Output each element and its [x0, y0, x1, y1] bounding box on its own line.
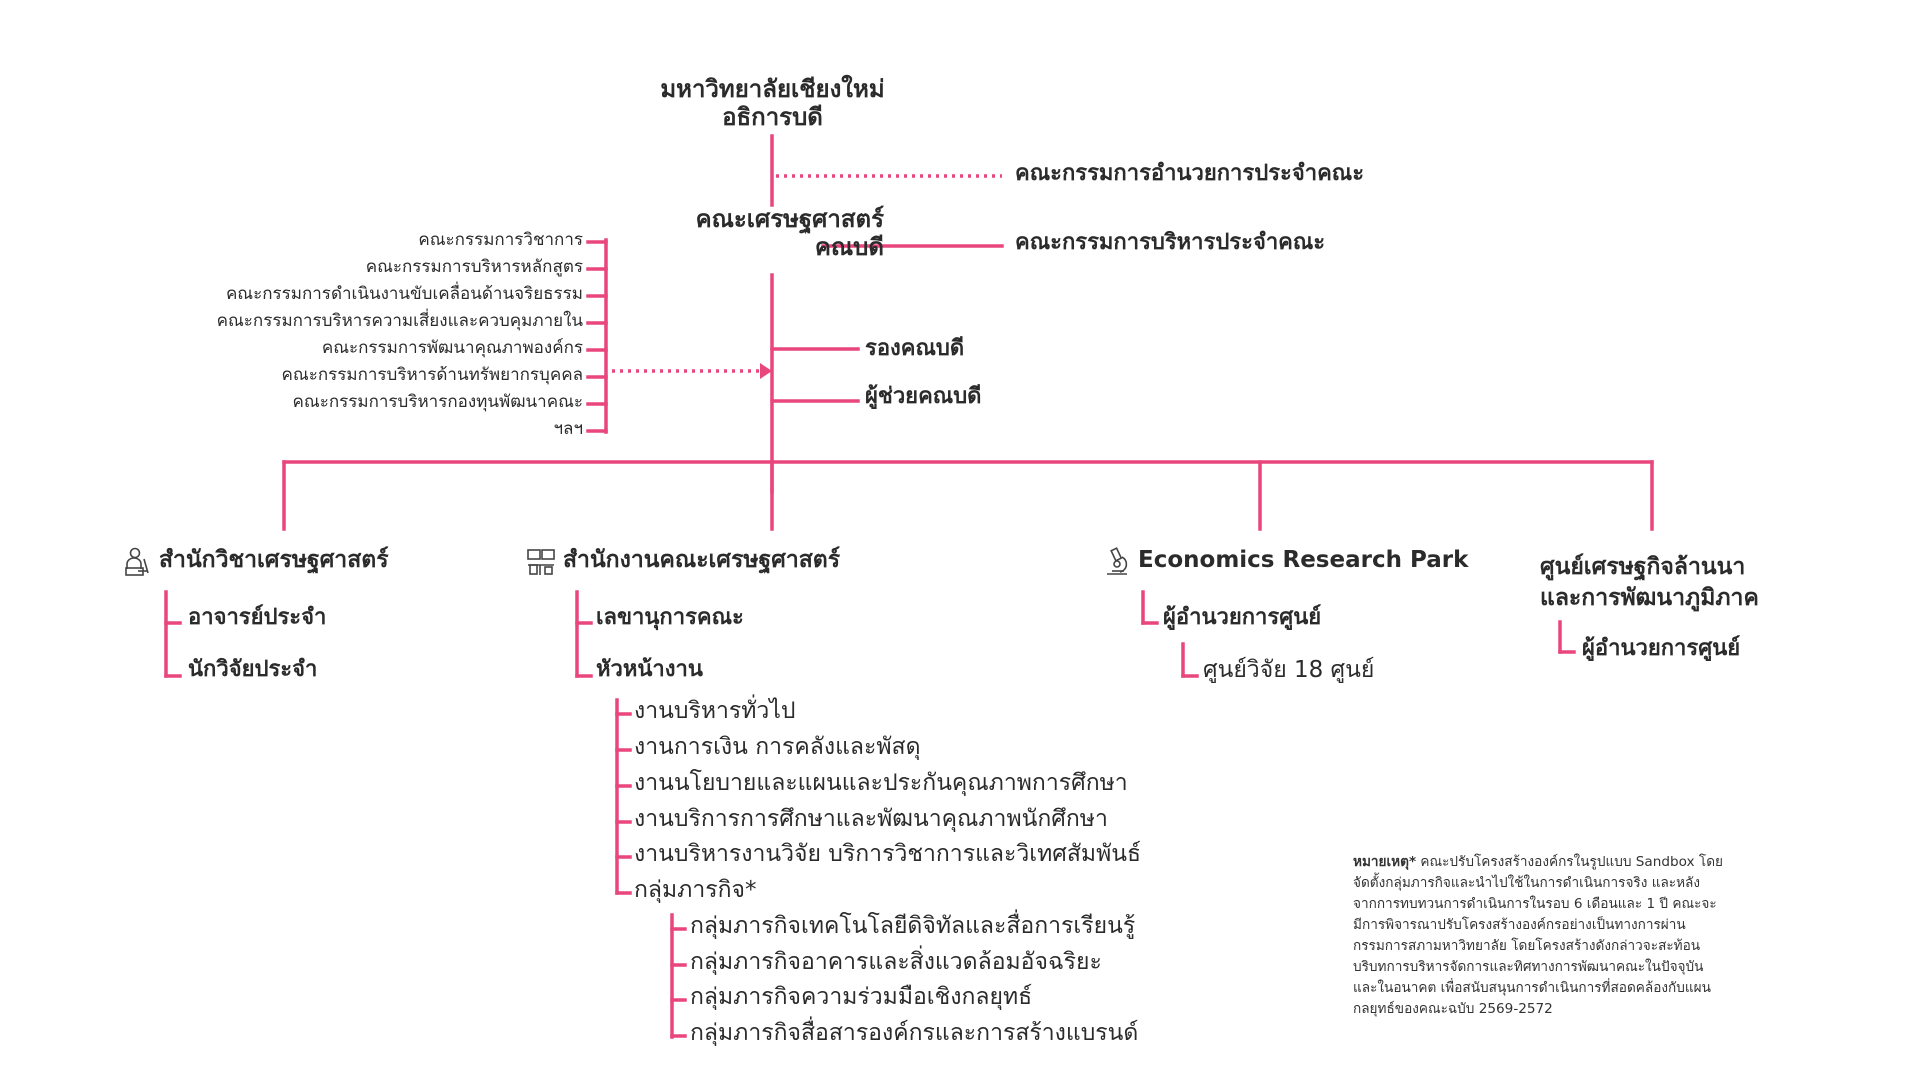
erp-title: Economics Research Park: [1138, 547, 1469, 573]
center-director: ผู้อำนวยการศูนย์: [1582, 636, 1741, 661]
assistant-dean: ผู้ช่วยคณบดี: [865, 384, 982, 409]
mission-group: กลุ่มภารกิจสื่อสารองค์กรและการสร้างแบรนด…: [690, 1020, 1139, 1046]
committee-item: คณะกรรมการบริหารความเสี่ยงและควบคุมภายใน: [216, 311, 583, 331]
school-item-researcher: นักวิจัยประจำ: [188, 657, 318, 682]
office-section: กลุ่มภารกิจ*: [634, 877, 757, 903]
center-title-line1: ศูนย์เศรษฐกิจล้านนา: [1540, 554, 1746, 580]
university-title: มหาวิทยาลัยเชียงใหม่ อธิการบดี: [640, 75, 905, 131]
committee-item: คณะกรรมการบริหารหลักสูตร: [365, 257, 583, 277]
office-section: งานบริหารงานวิจัย บริการวิชาการและวิเทศส…: [634, 841, 1142, 867]
executive-committee: คณะกรรมการอำนวยการประจำคณะ: [1015, 161, 1365, 186]
mission-group: กลุ่มภารกิจความร่วมมือเชิงกลยุทธ์: [690, 984, 1033, 1010]
president-title: อธิการบดี: [722, 102, 823, 131]
faculty-title: คณะเศรษฐศาสตร์ คณบดี: [660, 205, 884, 261]
vice-dean: รองคณบดี: [865, 336, 965, 361]
footnote-label: หมายเหตุ*: [1353, 854, 1417, 870]
committee-item: คณะกรรมการดำเนินงานขับเคลื่อนด้านจริยธรร…: [225, 284, 583, 304]
center-title: ศูนย์เศรษฐกิจล้านนา และการพัฒนาภูมิภาค: [1540, 552, 1759, 614]
mission-group: กลุ่มภารกิจอาคารและสิ่งแวดล้อมอัจฉริยะ: [690, 949, 1102, 975]
school-item-lecturer: อาจารย์ประจำ: [188, 605, 327, 630]
committee-item: คณะกรรมการพัฒนาคุณภาพองค์กร: [321, 338, 583, 358]
microscope-icon: [1107, 547, 1128, 575]
office-icon: [527, 549, 555, 575]
center-title-line2: และการพัฒนาภูมิภาค: [1540, 585, 1759, 612]
teacher-icon: [125, 547, 149, 576]
committee-item: คณะกรรมการวิชาการ: [418, 230, 583, 250]
committee-item: คณะกรรมการบริหารกองทุนพัฒนาคณะ: [292, 392, 583, 412]
office-section: งานบริหารทั่วไป: [634, 698, 796, 724]
office-item-secretary: เลขานุการคณะ: [596, 605, 744, 630]
office-section: งานนโยบายและแผนและประกันคุณภาพการศึกษา: [634, 770, 1128, 796]
office-section: งานบริการการศึกษาและพัฒนาคุณภาพนักศึกษา: [634, 806, 1108, 832]
dean-title: คณบดี: [814, 232, 884, 261]
committee-item: ฯลฯ: [553, 419, 583, 439]
school-title: สำนักวิชาเศรษฐศาสตร์: [159, 547, 389, 573]
university-name: มหาวิทยาลัยเชียงใหม่: [660, 75, 885, 103]
footnote-text: คณะปรับโครงสร้างองค์กรในรูปแบบ Sandbox โ…: [1353, 854, 1723, 1017]
office-title: สำนักงานคณะเศรษฐศาสตร์: [563, 547, 841, 573]
committee-item: คณะกรรมการบริหารด้านทรัพยากรบุคคล: [281, 365, 583, 385]
office-item-head: หัวหน้างาน: [596, 657, 703, 682]
mission-group: กลุ่มภารกิจเทคโนโลยีดิจิทัลและสื่อการเรี…: [690, 913, 1136, 939]
erp-research-centers: ศูนย์วิจัย 18 ศูนย์: [1203, 657, 1375, 683]
admin-committee: คณะกรรมการบริหารประจำคณะ: [1015, 230, 1326, 255]
footnote: หมายเหตุ* คณะปรับโครงสร้างองค์กรในรูปแบบ…: [1353, 852, 1723, 1020]
erp-director: ผู้อำนวยการศูนย์: [1163, 605, 1322, 630]
office-section: งานการเงิน การคลังและพัสดุ: [634, 734, 921, 760]
faculty-name: คณะเศรษฐศาสตร์: [695, 205, 884, 233]
